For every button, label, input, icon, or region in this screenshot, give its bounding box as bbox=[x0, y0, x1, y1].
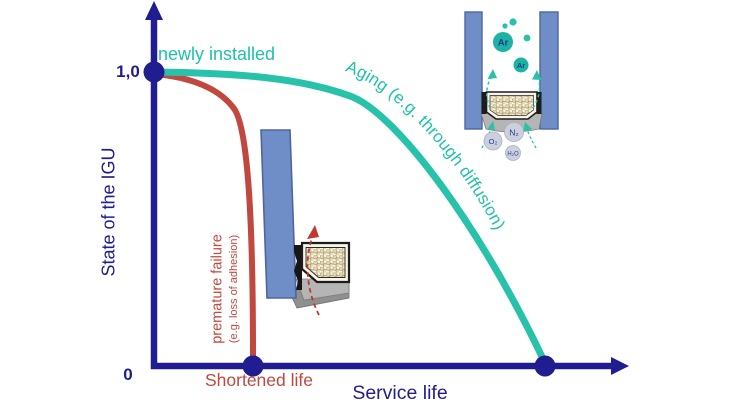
newly-installed-dot bbox=[143, 61, 165, 83]
oxygen-circle bbox=[483, 131, 503, 151]
y-axis-label: State of the IGU bbox=[98, 147, 119, 277]
y-axis-arrowhead bbox=[145, 1, 163, 20]
failure-glass-pane bbox=[260, 129, 297, 299]
shortened-life-label: Shortened life bbox=[205, 370, 313, 390]
premature-failure-sublabel: (e.g. loss of adhesion) bbox=[228, 234, 241, 344]
argon-bubble-small bbox=[513, 57, 529, 73]
water-vapor-circle bbox=[505, 145, 521, 161]
aging-sealant-right bbox=[536, 92, 542, 114]
water-vapor-label: H₂O bbox=[507, 152, 519, 158]
aging-desiccant bbox=[489, 95, 534, 116]
premature-failure-curve bbox=[151, 71, 256, 359]
aging-curve-label: Aging (e.g. through diffusion) bbox=[343, 57, 509, 233]
argon-escape-arrow-right-head bbox=[532, 70, 542, 80]
shortened-life-dot bbox=[242, 355, 264, 377]
nitrogen-label: N₂ bbox=[509, 128, 518, 138]
argon-label-small: Ar bbox=[517, 61, 525, 70]
aging-curve bbox=[150, 68, 549, 367]
y-tick-0: 0 bbox=[123, 365, 133, 385]
air-ingress-arrow-right-head bbox=[523, 122, 532, 132]
failure-desiccant bbox=[305, 247, 346, 278]
failure-igu-illustration bbox=[260, 129, 351, 316]
y-tick-1-0: 1,0 bbox=[116, 62, 140, 82]
argon-dot-1 bbox=[502, 23, 508, 29]
aging-glass-pane-right bbox=[539, 11, 559, 130]
argon-label-large: Ar bbox=[498, 38, 509, 49]
argon-dot-3 bbox=[523, 34, 531, 42]
aging-glass-pane-left bbox=[464, 11, 483, 130]
nitrogen-circle bbox=[504, 122, 524, 142]
premature-failure-label: premature failure bbox=[209, 234, 226, 344]
air-ingress-arrow-right-line bbox=[526, 128, 537, 149]
failure-leak-arrowhead bbox=[307, 225, 319, 239]
argon-dot-2 bbox=[509, 18, 517, 26]
x-axis-label: Service life bbox=[352, 382, 448, 404]
oxygen-label: O₂ bbox=[489, 137, 498, 146]
x-axis-arrowhead bbox=[611, 357, 629, 375]
argon-bubble-large bbox=[493, 32, 513, 52]
failure-broken-sealant bbox=[294, 245, 302, 290]
aging-igu-illustration: Ar Ar O₂ N₂ H₂O bbox=[464, 11, 559, 161]
air-ingress-arrow-left-head bbox=[487, 121, 495, 130]
argon-escape-arrow-left-head bbox=[487, 69, 497, 79]
aging-sealant-left bbox=[481, 92, 487, 114]
service-life-end-dot bbox=[534, 355, 556, 377]
newly-installed-label: newly installed bbox=[158, 44, 276, 64]
